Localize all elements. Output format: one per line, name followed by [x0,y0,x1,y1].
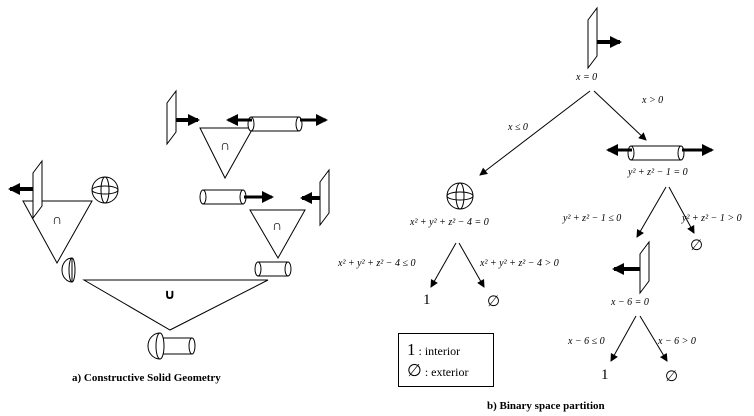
csg-caption: a) Constructive Solid Geometry [72,372,221,384]
edge-sphere-right [458,242,485,288]
cylinder-bsp-icon [606,144,714,161]
csg-intersection-node-left [22,200,93,265]
legend-box: 1 : interior ∅ : exterior [398,333,494,387]
edge-sphere-left [430,242,457,288]
csg-intersection-symbol: ∩ [220,137,231,153]
halfplane-top-icon [166,89,200,146]
edge-cylinder-left [636,186,667,238]
cylinder-node-icon [254,261,292,277]
legend-interior-label: : interior [418,344,461,358]
legend-interior-symbol: 1 [407,340,416,359]
csg-union-node [82,279,269,331]
edge-plane2-right-label: x − 6 > 0 [658,336,696,347]
node-sphere-label: x² + y² + z² − 4 = 0 [410,217,489,228]
edge-sphere-right-label: x² + y² + z² − 4 > 0 [480,258,559,269]
edge-plane2-left-label: x − 6 ≤ 0 [568,336,605,347]
edge-sphere-left-label: x² + y² + z² − 4 ≤ 0 [338,258,416,269]
legend-exterior-row: ∅ : exterior [407,361,468,381]
bsp-caption: b) Binary space partition [487,400,605,412]
csg-intersection-node-right [249,209,306,260]
legend-exterior-label: : exterior [424,365,469,379]
sphere-node-icon [446,182,474,210]
csg-union-symbol: ∪ [164,286,176,302]
edge-root-right [593,90,647,141]
leaf-sphere-exterior: ∅ [487,294,501,310]
leaf-cylinder-exterior: ∅ [690,238,704,254]
edge-cylinder-right [668,186,695,234]
edge-plane2-left [610,315,637,362]
edge-plane2-right [639,315,668,362]
half-sphere-icon [61,257,76,283]
halfplane-left-icon [8,159,43,220]
node-plane2-label: x − 6 = 0 [611,297,649,308]
cylinder-halfspace-icon [199,189,274,205]
edge-root-left [479,90,591,176]
leaf-sphere-interior: 1 [423,292,431,308]
csg-intersection-node-top [199,127,254,180]
leaf-plane2-interior: 1 [601,367,609,383]
csg-intersection-symbol: ∩ [52,211,63,227]
leaf-plane2-exterior: ∅ [665,369,679,385]
root-plane-icon [587,6,622,70]
sphere-icon [91,176,119,204]
plane2-icon [612,240,650,295]
edge-root-right-label: x > 0 [642,95,664,106]
edge-cylinder-right-label: y² + z² − 1 > 0 [682,213,742,224]
node-cylinder-label: y² + z² − 1 = 0 [628,167,688,178]
legend-interior-row: 1 : interior [407,340,460,360]
halfplane-right-icon [300,168,330,227]
legend-exterior-symbol: ∅ [407,361,422,380]
csg-intersection-symbol: ∩ [272,217,283,233]
edge-root-left-label: x ≤ 0 [508,122,528,133]
csg-tree [8,89,330,360]
csg-result-icon [147,332,196,360]
edge-cylinder-left-label: y² + z² − 1 ≤ 0 [563,213,622,224]
bsp-tree [430,6,714,362]
node-root-label: x = 0 [576,72,598,83]
infinite-cylinder-icon-top [226,114,328,132]
